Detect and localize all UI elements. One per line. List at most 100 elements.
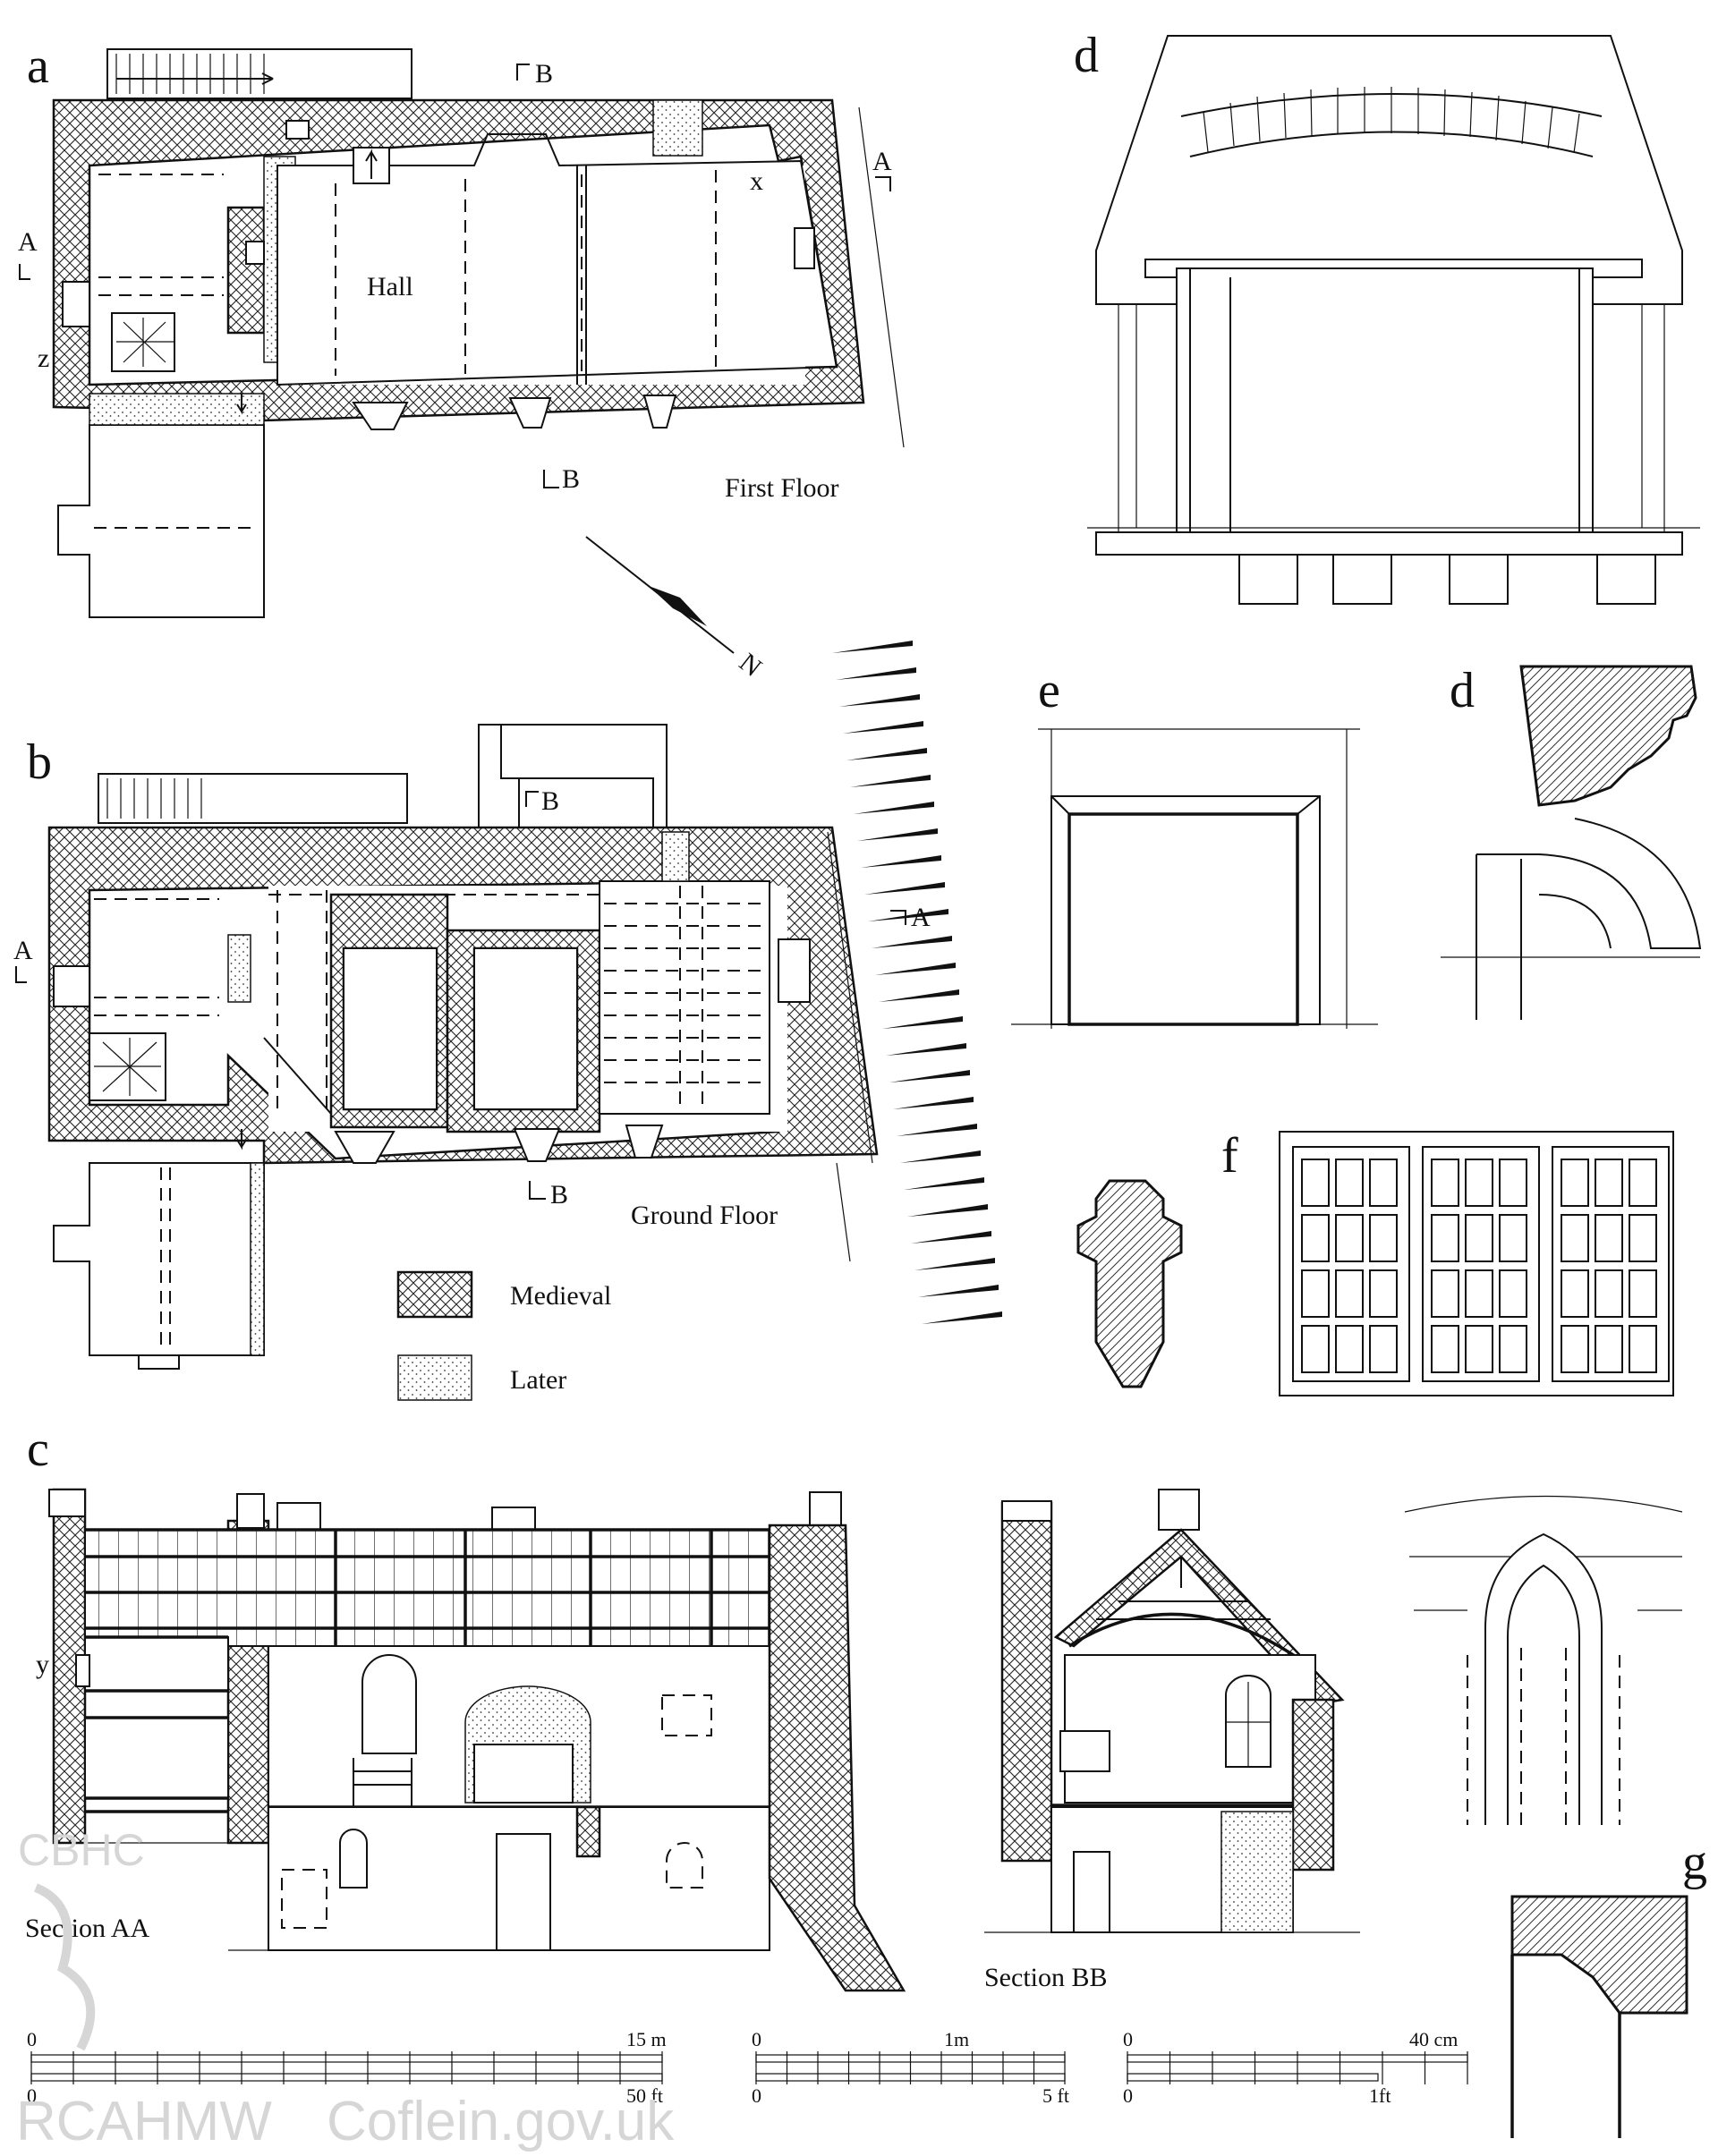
slope-hachure xyxy=(843,721,923,734)
ground-external-stair xyxy=(98,773,408,824)
slope-hachure xyxy=(904,1177,984,1190)
panel-label-a: a xyxy=(27,38,49,94)
ground-section-marker-a-left xyxy=(15,966,27,983)
window-pane xyxy=(1499,1325,1527,1373)
ground-east-window xyxy=(778,938,811,1003)
window-pane xyxy=(1335,1269,1364,1318)
slope-hachure xyxy=(857,828,938,841)
scale3-top-end: 40 cm xyxy=(1409,2028,1458,2050)
bb-later-fill xyxy=(1220,1811,1294,1933)
window-pane xyxy=(1301,1269,1330,1318)
window-pane xyxy=(1335,1325,1364,1373)
floor-joists xyxy=(604,886,765,1109)
watermarks: CBHC RCAHMW Coflein.gov.uk xyxy=(16,1825,675,2152)
ground-section-mark-a-right: A xyxy=(911,903,931,932)
ground-section-mark-b-top: B xyxy=(541,786,559,816)
mark-z: z xyxy=(38,344,49,373)
window-pane xyxy=(1465,1269,1493,1318)
hall-outline xyxy=(276,133,838,386)
window-pane xyxy=(1629,1325,1657,1373)
panel-label-c: c xyxy=(27,1422,49,1477)
moulding-section xyxy=(1519,665,1697,807)
e-door-frame xyxy=(1050,795,1321,1025)
slope-hachure xyxy=(882,1016,963,1029)
window-pane xyxy=(1595,1325,1623,1373)
legend-later: Later xyxy=(510,1365,566,1395)
property-line xyxy=(858,106,905,448)
voussoirs xyxy=(1180,87,1603,157)
section-marker-a-left xyxy=(19,264,30,280)
chimney-stack-1 xyxy=(236,1493,265,1529)
panel-label-d-profile: d xyxy=(1450,663,1475,718)
slope-hachure xyxy=(893,1097,974,1109)
moulding-quarter-round xyxy=(1476,818,1702,949)
window-pane xyxy=(1499,1214,1527,1262)
scale1-metric-bar xyxy=(30,2054,663,2063)
ground-south-beam xyxy=(160,1167,171,1351)
window-pane xyxy=(1431,1214,1459,1262)
scale1-bottom-start: 0 xyxy=(27,2084,37,2107)
hearth-sill xyxy=(1095,531,1683,556)
first-floor-label: First Floor xyxy=(725,473,839,503)
blocked-ground-door xyxy=(281,1869,327,1929)
watermark-dragon-icon xyxy=(33,1883,96,2051)
east-window xyxy=(794,227,815,269)
corbel-4 xyxy=(1596,554,1656,605)
blocked-window xyxy=(661,1694,712,1736)
window-pane xyxy=(1561,1325,1589,1373)
window-pane xyxy=(1431,1269,1459,1318)
ground-spiral-treads xyxy=(94,1038,161,1096)
arched-doorway xyxy=(361,1654,417,1754)
external-stair xyxy=(106,48,412,99)
window-pane xyxy=(1369,1159,1398,1207)
north-label: N xyxy=(734,648,767,683)
ground-south-later xyxy=(250,1162,265,1356)
scale2-bottom-end: 5 ft xyxy=(1042,2084,1069,2107)
corbel-1 xyxy=(1238,554,1298,605)
ground-section-marker-b-bottom xyxy=(529,1181,546,1200)
spiral-stair-treads xyxy=(116,318,174,367)
west-room-upper xyxy=(84,1636,229,1692)
legend-swatch-later xyxy=(397,1354,472,1401)
panel-d-moulding-profile: d xyxy=(1441,663,1702,1020)
west-window xyxy=(62,281,90,327)
ground-line xyxy=(54,1842,770,1951)
panel-g-arch: g xyxy=(1404,1495,1707,2138)
slope-hachure xyxy=(897,1124,977,1136)
chimney-stack-2 xyxy=(276,1502,321,1531)
scale3-bottom-start: 0 xyxy=(1123,2084,1133,2107)
chimney-stack-3 xyxy=(491,1507,536,1531)
watermark-cbhc: CBHC xyxy=(18,1825,145,1875)
window-pane xyxy=(1465,1214,1493,1262)
south-wing-later-wall xyxy=(89,393,265,426)
panel-label-b: b xyxy=(27,734,52,790)
slope-hachure xyxy=(868,909,948,921)
ground-floor-plan: b B B A xyxy=(13,724,931,1370)
panel-label-e: e xyxy=(1038,663,1060,718)
slope-hachure xyxy=(861,855,941,868)
panel-d-fireplace-elevation: d xyxy=(1074,28,1700,605)
slope-hachure xyxy=(907,1204,988,1217)
window-pane xyxy=(1335,1159,1364,1207)
bb-upper-room xyxy=(1064,1654,1316,1804)
section-bb-label: Section BB xyxy=(984,1963,1108,1992)
window-pane xyxy=(1561,1159,1589,1207)
ground-window-1 xyxy=(339,1829,368,1889)
window-pane xyxy=(1561,1269,1589,1318)
legend: Medieval Later xyxy=(396,1270,611,1401)
door-arrow xyxy=(236,394,247,415)
ground-west-beams xyxy=(94,898,219,1016)
ground-property-line xyxy=(827,831,873,1262)
slope-hachure xyxy=(846,748,927,760)
hall-partition xyxy=(576,166,587,385)
mark-x: x xyxy=(750,166,763,196)
stair-treads xyxy=(115,54,265,94)
section-marker-b-top xyxy=(516,64,530,81)
section-mark-b-bottom: B xyxy=(562,464,580,494)
scale2-bottom-start: 0 xyxy=(752,2084,761,2107)
legend-medieval: Medieval xyxy=(510,1281,611,1311)
slope-hachure xyxy=(900,1150,981,1163)
jamb-masonry xyxy=(1118,304,1665,537)
scale3-bottom-end: 1ft xyxy=(1369,2084,1391,2107)
slope-hachure xyxy=(879,989,959,1002)
